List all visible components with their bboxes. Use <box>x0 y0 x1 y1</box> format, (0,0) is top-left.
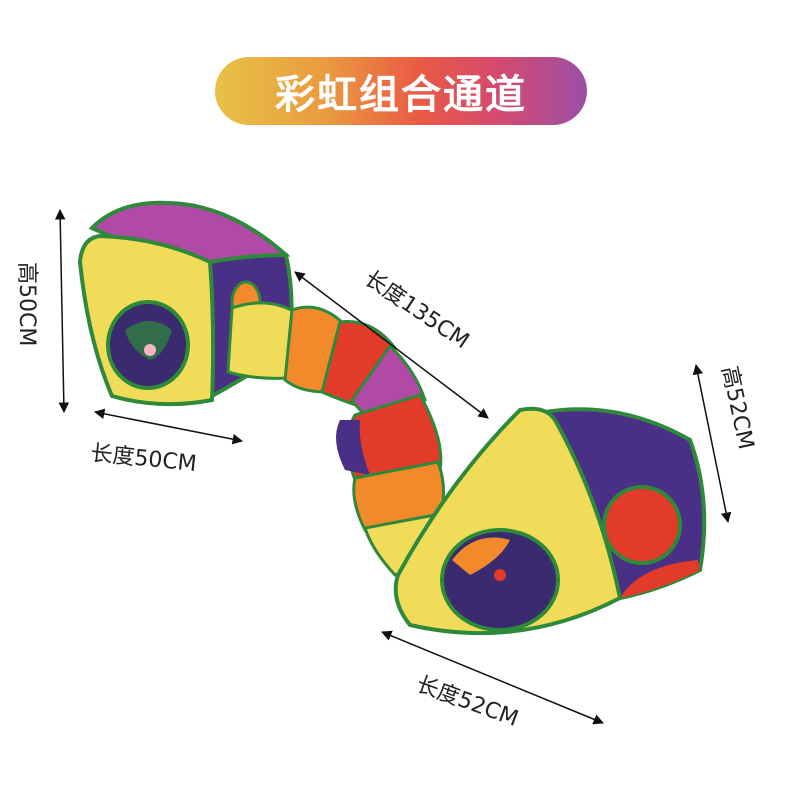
title-banner: 彩虹组合通道 <box>215 57 587 125</box>
title-text: 彩虹组合通道 <box>275 72 527 118</box>
right-height-arrow <box>692 363 732 524</box>
left-cube <box>77 200 294 407</box>
right-tent <box>393 406 707 636</box>
left-length-label: 长度50CM <box>89 441 197 477</box>
left-height-label: 高50CM <box>14 262 39 346</box>
right-height-label: 高52CM <box>716 364 758 452</box>
right-length-arrow <box>381 630 604 725</box>
left-height-arrow <box>54 208 70 414</box>
left-length-arrow <box>93 408 244 445</box>
right-length-label: 长度52CM <box>413 672 521 732</box>
tunnel-length-arrow <box>294 271 489 419</box>
